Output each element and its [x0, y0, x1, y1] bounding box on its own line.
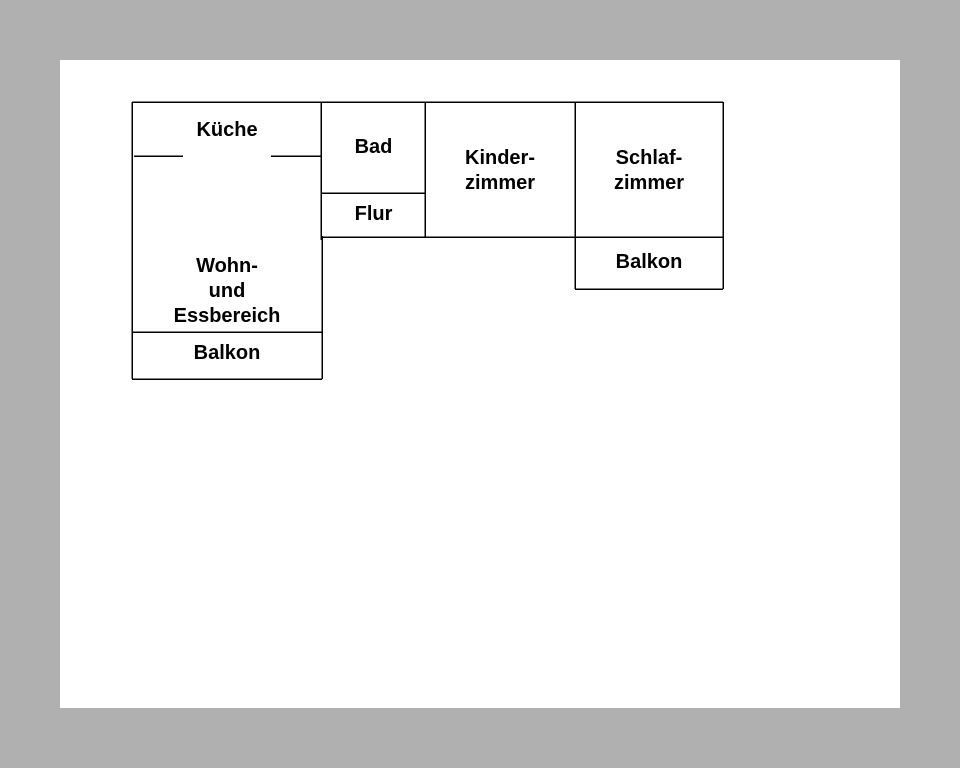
floor-plan-walls — [131, 101, 724, 380]
room-label-balkon-schlaf: Balkon — [615, 251, 683, 273]
floor-plan-sheet: Küche Bad Flur Kinder- zimmer Schlaf- zi… — [60, 60, 900, 708]
room-label-kinderzimmer: Kinder- zimmer — [425, 146, 575, 196]
room-label-schlafzimmer: Schlaf- zimmer — [575, 146, 723, 196]
room-label-line: und — [208, 280, 246, 302]
room-label-bad: Bad — [354, 136, 393, 158]
room-label-line: Schlaf- — [615, 147, 683, 169]
room-label-line: zimmer — [464, 172, 536, 194]
room-label-line: zimmer — [613, 172, 685, 194]
room-label-kueche: Küche — [196, 119, 258, 141]
room-label-line: Essbereich — [173, 305, 281, 327]
room-label-line: Kinder- — [465, 147, 535, 169]
room-label-balkon-wohn: Balkon — [193, 342, 261, 364]
room-label-wohnbereich: Wohn- und Essbereich — [132, 254, 322, 329]
room-label-line: Wohn- — [196, 255, 258, 277]
room-label-flur: Flur — [354, 203, 393, 225]
